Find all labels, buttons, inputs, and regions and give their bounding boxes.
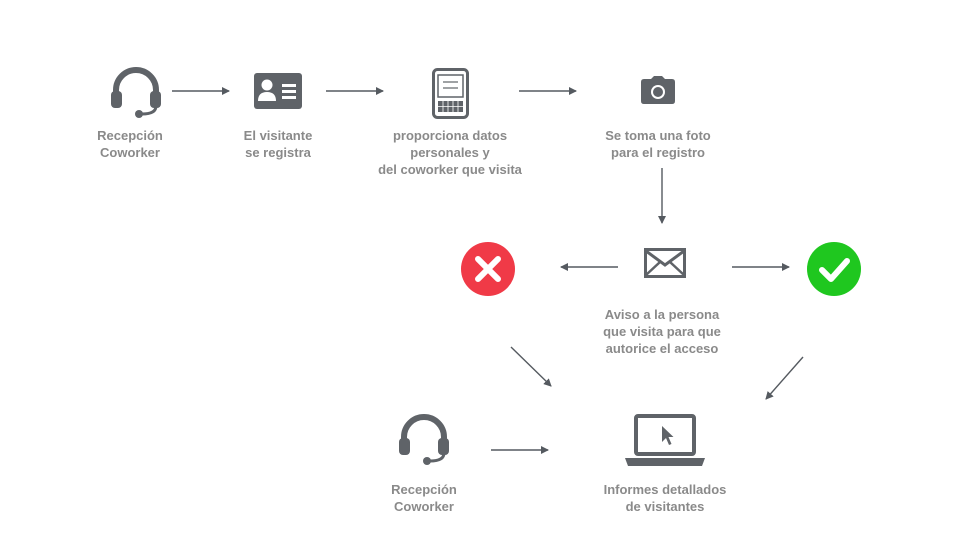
reports-label: Informes detallados de visitantes: [603, 482, 727, 514]
notify-host-label: Aviso a la persona que visita para que a…: [603, 307, 721, 356]
id-card-icon: [254, 73, 302, 109]
photo-taken-label: Se toma una foto para el registro: [605, 128, 711, 160]
camera-icon: [641, 76, 675, 104]
reception-bottom-label: Recepción Coworker: [391, 482, 457, 514]
arrow-approved-to-reports: [765, 356, 804, 400]
headset-icon: [108, 66, 164, 118]
envelope-icon: [644, 248, 686, 278]
reject-x-icon: [461, 242, 515, 296]
reception-top-label: Recepción Coworker: [97, 128, 163, 160]
arrow-denied-to-reports: [510, 346, 552, 387]
provides-data-label: proporciona datos personales y del cowor…: [378, 128, 522, 177]
visitor-registers-label: El visitante se registra: [243, 128, 313, 160]
approve-check-icon: [807, 242, 861, 296]
laptop-icon: [625, 414, 705, 466]
headset-icon: [396, 413, 452, 465]
tablet-icon: [432, 68, 469, 119]
